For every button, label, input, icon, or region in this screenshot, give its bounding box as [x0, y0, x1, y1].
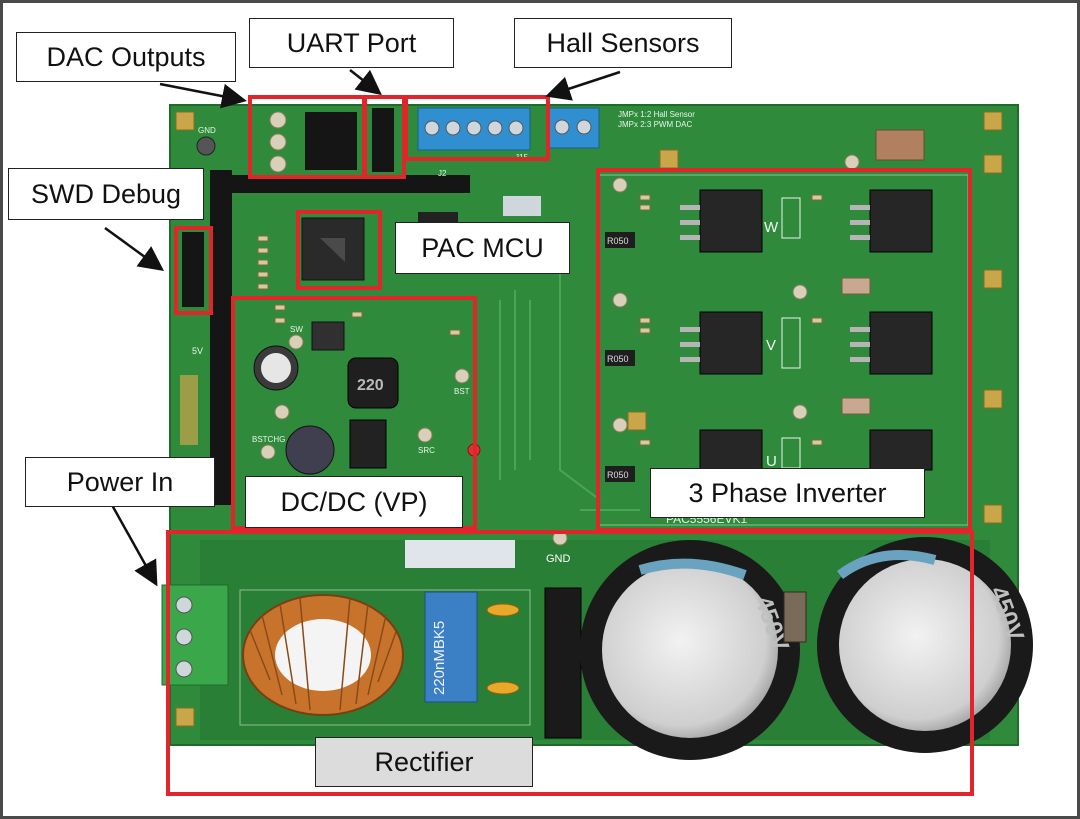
arrow-power [110, 504, 158, 587]
arrow-dac [159, 82, 247, 109]
shunt-label-2: R050 [607, 354, 629, 364]
hall-terminal [417, 107, 531, 151]
bstchg-silk: BSTCHG [252, 435, 285, 444]
phase-w-silk: W [764, 219, 779, 236]
highlight-rectifier [166, 530, 974, 796]
power-terminal [161, 584, 229, 686]
film-cap-marking: 220nMBK5 [431, 621, 448, 695]
label-rectifier: Rectifier [315, 737, 533, 787]
bridge-rectifier [544, 587, 582, 739]
passive-components [257, 194, 823, 446]
label-uart-port-text: UART Port [286, 27, 417, 58]
sw-silk: SW [290, 325, 303, 334]
gnd-top-silk: GND [198, 126, 216, 135]
label-dc-dc-text: DC/DC (VP) [280, 486, 428, 517]
bst-silk: BST [454, 387, 470, 396]
film-capacitor [424, 591, 478, 703]
mosfet-array [680, 189, 933, 471]
dcdc-inductor [347, 357, 399, 409]
label-dac-outputs-text: DAC Outputs [46, 41, 206, 72]
phase-v-silk: V [766, 337, 776, 354]
hall-jumper-note-2: JMPx 2:3 PWM DAC [618, 120, 692, 129]
highlight-hall [404, 95, 550, 161]
inductor-marking: 220 [357, 377, 384, 394]
arrow-uart [349, 69, 382, 96]
mounting-pads [175, 111, 1003, 727]
label-rectifier-text: Rectifier [374, 746, 474, 777]
label-swd-debug-text: SWD Debug [30, 178, 182, 209]
bulk-capacitor-2: 450V [817, 537, 1033, 753]
left-header [210, 170, 232, 505]
highlight-swd [174, 226, 213, 315]
swd-header [182, 232, 204, 307]
label-pac-mcu-text: PAC MCU [421, 232, 544, 263]
shunt-label-3: R050 [607, 470, 629, 480]
highlight-mcu [296, 210, 382, 290]
shunt-label-1: R050 [607, 236, 629, 246]
callout-arrows [104, 69, 621, 587]
uart-header [372, 108, 394, 172]
label-three-phase-inverter: 3 Phase Inverter [650, 468, 925, 518]
label-power-in-text: Power In [66, 466, 174, 497]
label-swd-debug: SWD Debug [8, 168, 204, 220]
label-dac-outputs: DAC Outputs [16, 32, 236, 82]
j2-silk: J2 [438, 169, 447, 178]
src-silk: SRC [418, 446, 435, 455]
label-pac-mcu: PAC MCU [395, 222, 570, 274]
label-hall-sensors: Hall Sensors [514, 18, 732, 68]
top-header [230, 175, 470, 193]
arrow-hall [545, 70, 621, 101]
pwm-terminal [548, 107, 600, 149]
label-dc-dc: DC/DC (VP) [245, 476, 463, 528]
label-uart-port: UART Port [249, 18, 454, 68]
phase-u-silk: U [766, 453, 777, 470]
dac-header [305, 112, 357, 170]
label-hall-sensors-text: Hall Sensors [546, 27, 700, 58]
hall-jumper-note-1: JMPx 1:2 Hall Sensor [618, 110, 695, 119]
arrow-swd [104, 226, 165, 271]
highlight-dcdc [231, 296, 477, 530]
5v-silk: 5V [192, 346, 203, 356]
toroid-inductor [242, 594, 404, 716]
highlight-boxes [166, 95, 974, 796]
bulk-capacitor-1: 450V [580, 540, 800, 760]
label-power-in: Power In [25, 457, 215, 507]
label-three-phase-inverter-text: 3 Phase Inverter [688, 477, 887, 508]
gnd-bottom-silk: GND [546, 553, 571, 565]
